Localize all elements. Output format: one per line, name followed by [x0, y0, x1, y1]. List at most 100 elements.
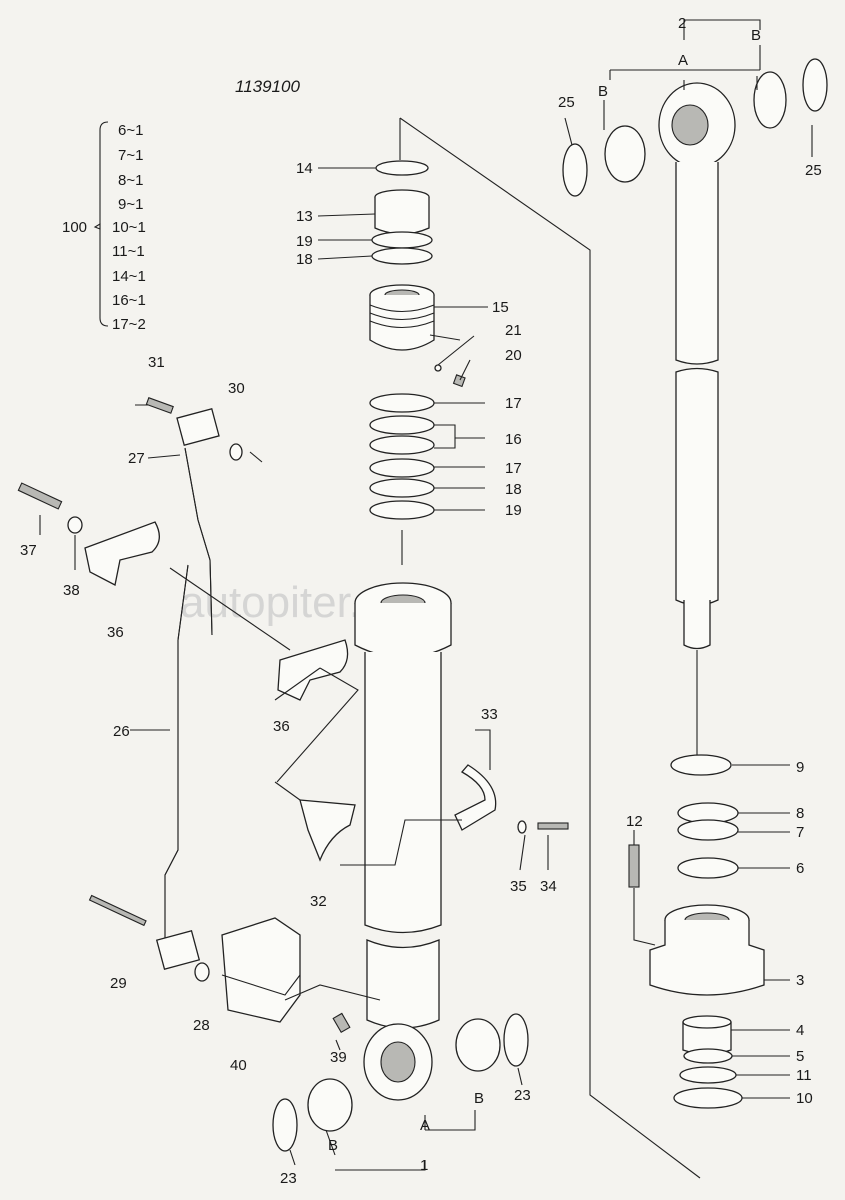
- callout: B: [474, 1090, 484, 1107]
- callout: 15: [492, 299, 509, 316]
- part-4-bushing: [682, 1015, 732, 1055]
- part-17-16-17-18-19-piston-rings: [369, 393, 435, 520]
- part-28-o-ring: [194, 962, 210, 982]
- part-27-pipe: [184, 447, 213, 636]
- callout: 13: [296, 208, 313, 225]
- callout-labels: 14 13 19 18 15 21 20 17 16 17 18 19 2 A …: [20, 15, 822, 1187]
- kit-brace: [99, 121, 109, 327]
- callout: 3: [796, 972, 804, 989]
- part-35-washer: [517, 820, 527, 834]
- callout: 38: [63, 582, 80, 599]
- drawing-number: 1139100: [235, 77, 300, 96]
- part-32-clamp: [299, 799, 356, 862]
- callout: 30: [228, 380, 245, 397]
- callout: 36: [107, 624, 124, 641]
- callout: B: [751, 27, 761, 44]
- callout: 21: [505, 322, 522, 339]
- part-39-fitting: [332, 1012, 351, 1034]
- callout: 25: [805, 162, 822, 179]
- callout: 35: [510, 878, 527, 895]
- callout: 29: [110, 975, 127, 992]
- callout: 39: [330, 1049, 347, 1066]
- callout: 11: [796, 1067, 812, 1084]
- kit-bracket-arrow: [93, 223, 101, 230]
- part-34-bolt: [537, 822, 569, 830]
- callout: 14: [296, 160, 313, 177]
- callout: 5: [796, 1048, 804, 1065]
- callout: 17: [505, 460, 522, 477]
- callout: 18: [505, 481, 522, 498]
- callout: 17: [505, 395, 522, 412]
- part-b-bushing-right: [753, 71, 787, 129]
- part-b-bushing-left: [604, 125, 646, 183]
- part-5-ring: [683, 1048, 733, 1064]
- part-23-seal-bottom-left: [272, 1098, 298, 1152]
- callout: A: [678, 52, 688, 69]
- kit-item: 9~1: [118, 196, 143, 213]
- part-9-ring: [670, 754, 732, 776]
- callout: 6: [796, 860, 804, 877]
- callout: 34: [540, 878, 557, 895]
- callout: 4: [796, 1022, 804, 1039]
- part-b-bushing-bottom-right: [455, 1018, 501, 1072]
- callout: 32: [310, 893, 327, 910]
- part-37-bolt: [17, 482, 63, 510]
- callout: 19: [296, 233, 313, 250]
- callout: 1: [420, 1157, 428, 1174]
- part-26-flange: [155, 930, 201, 970]
- part-38-washer: [67, 516, 83, 534]
- part-11-ring: [679, 1066, 737, 1084]
- part-31-bolt: [145, 397, 174, 414]
- part-33-clamp: [454, 764, 497, 831]
- callout: 23: [514, 1087, 531, 1104]
- part-26-pipe: [164, 564, 189, 940]
- callout: 16: [505, 431, 522, 448]
- callout: 37: [20, 542, 37, 559]
- callout: 27: [128, 450, 145, 467]
- part-27-flange: [176, 408, 220, 446]
- callout: 40: [230, 1057, 247, 1074]
- kit-item: 8~1: [118, 172, 143, 189]
- part-2-piston-rod: [658, 82, 736, 650]
- part-b-bushing-bottom-left: [307, 1078, 353, 1132]
- part-19-18-rings-upper: [371, 231, 433, 265]
- kit-number: 100: [62, 219, 87, 236]
- callout: 7: [796, 824, 804, 841]
- callout: B: [328, 1137, 338, 1154]
- kit-item: 17~2: [112, 316, 146, 333]
- kit-item: 16~1: [112, 292, 146, 309]
- part-23-seal-bottom-right: [503, 1013, 529, 1067]
- leader-lines: [39, 19, 813, 1179]
- callout: 36: [273, 718, 290, 735]
- kit-item: 7~1: [118, 147, 143, 164]
- callout: 25: [558, 94, 575, 111]
- callout: 28: [193, 1017, 210, 1034]
- callout: 26: [113, 723, 130, 740]
- callout: 20: [505, 347, 522, 364]
- kit-item: 14~1: [112, 268, 146, 285]
- callout: 12: [626, 813, 643, 830]
- callout: 9: [796, 759, 804, 776]
- callout: 8: [796, 805, 804, 822]
- callout: A: [420, 1117, 430, 1134]
- kit-item: 11~1: [112, 243, 145, 260]
- part-14-retaining-ring: [375, 160, 429, 176]
- callout: 2: [678, 15, 686, 32]
- kit-item: 6~1: [118, 122, 143, 139]
- part-13-bushing: [374, 189, 430, 235]
- part-25-seal-left: [562, 143, 588, 197]
- callout: 19: [505, 502, 522, 519]
- callout: B: [598, 83, 608, 100]
- callout: 10: [796, 1090, 813, 1107]
- part-15-rod-cover: [369, 284, 435, 351]
- part-20-set-screw: [452, 374, 466, 388]
- callout: 31: [148, 354, 165, 371]
- part-40-valve: [221, 917, 301, 1023]
- part-10-ring: [673, 1087, 743, 1109]
- part-7-ring: [677, 819, 739, 841]
- kit-list: 100 6~1 7~1 8~1 9~1 10~1 11~1 14~1 16~1 …: [62, 121, 146, 333]
- part-30-o-ring: [229, 443, 243, 461]
- part-6-ring: [677, 857, 739, 879]
